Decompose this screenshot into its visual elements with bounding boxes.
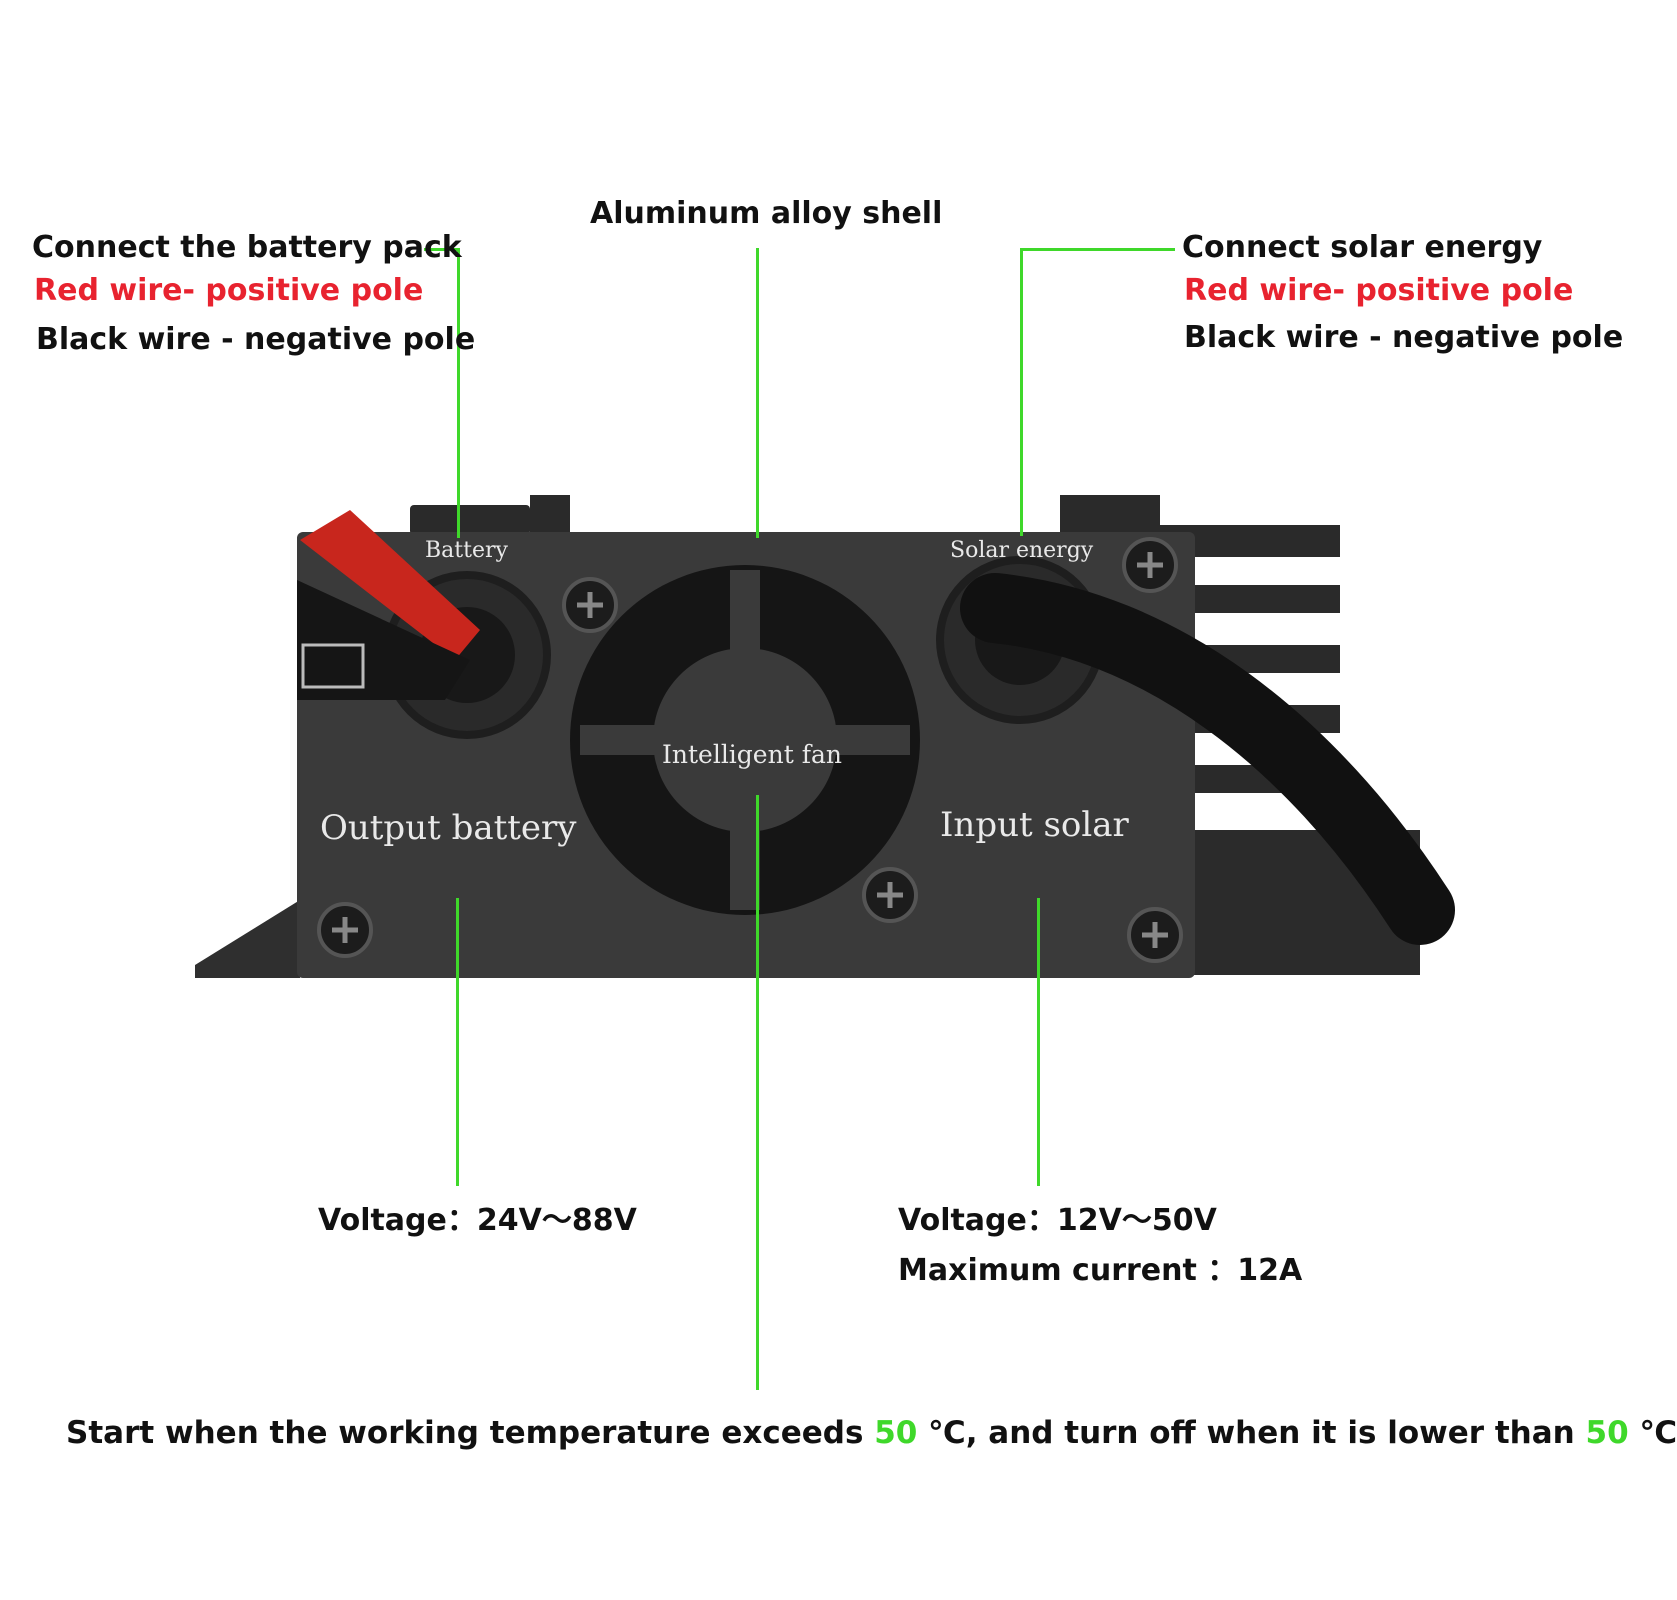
output-battery-label: Output battery [320, 808, 577, 848]
battery-port-label: Battery [425, 538, 508, 563]
shell-label: Aluminum alloy shell [590, 196, 943, 231]
leader-solar-h [1020, 248, 1175, 251]
battery-voltage-label: Voltage：24V～88V [318, 1203, 637, 1238]
leader-output [456, 898, 459, 1186]
solar-port-label: Solar energy [950, 538, 1094, 563]
solar-current-label: Maximum current ：12A [898, 1253, 1303, 1288]
fan-label: Intelligent fan [662, 740, 842, 769]
battery-red-wire-label: Red wire- positive pole [34, 273, 424, 308]
leader-solar-v [1020, 248, 1023, 536]
battery-symbol [301, 643, 365, 689]
solar-voltage-label: Voltage：12V～50V [898, 1203, 1217, 1238]
input-solar-label: Input solar [940, 805, 1129, 845]
fan-note: Start when the working temperature excee… [66, 1415, 1677, 1451]
black-wire [297, 580, 470, 700]
fan-note-part1: Start when the working temperature excee… [66, 1415, 875, 1451]
left-flange [195, 900, 300, 978]
leader-battery-v [457, 248, 460, 538]
solar-connect-label: Connect solar energy [1182, 230, 1543, 265]
device-illustration [195, 495, 1455, 978]
leader-battery-h [424, 248, 460, 251]
fan-note-temp1: 50 [874, 1415, 918, 1451]
fan-note-part2: ℃, and turn off when it is lower than [917, 1415, 1586, 1451]
leader-input [1037, 898, 1040, 1186]
solar-red-wire-label: Red wire- positive pole [1184, 273, 1574, 308]
leader-fan [756, 795, 759, 1390]
solar-black-wire-label: Black wire - negative pole [1184, 320, 1624, 355]
red-wire [300, 510, 480, 660]
leader-shell [756, 248, 759, 538]
battery-black-wire-label: Black wire - negative pole [36, 322, 476, 357]
fan-note-temp2: 50 [1585, 1415, 1629, 1451]
fan-note-part3: ℃ [1628, 1415, 1677, 1451]
battery-connect-label: Connect the battery pack [32, 230, 462, 265]
